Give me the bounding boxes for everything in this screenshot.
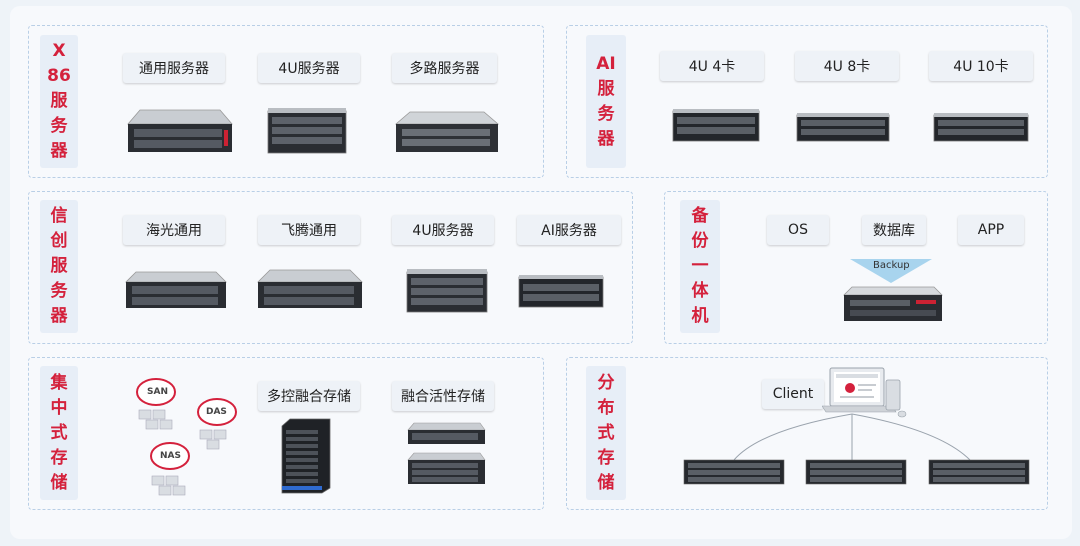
server-phytium-icon xyxy=(257,269,363,308)
xinchuang-label-char: 信 xyxy=(50,206,68,226)
xinchuang-label: 信 创 服 务 器 xyxy=(40,200,78,333)
server-xc-ai-icon xyxy=(518,275,604,308)
tag-general-server[interactable]: 通用服务器 xyxy=(123,53,225,83)
ai-label-char: 服 xyxy=(597,78,615,99)
tag-4u-4card[interactable]: 4U 4卡 xyxy=(660,51,764,81)
tag-xc-4u-server[interactable]: 4U服务器 xyxy=(392,215,494,245)
xinchuang-label-char: 服 xyxy=(50,256,68,276)
distributed-label-char: 存 xyxy=(597,447,615,468)
tag-4u-8card[interactable]: 4U 8卡 xyxy=(795,51,899,81)
server-1u-icon xyxy=(127,109,233,152)
central-label-char: 存 xyxy=(50,447,68,468)
tag-hygon-general[interactable]: 海光通用 xyxy=(123,215,225,245)
client-label: Client xyxy=(762,379,824,409)
central-label-char: 储 xyxy=(50,472,68,493)
ai-server-10card-icon xyxy=(933,113,1029,142)
ai-label: AI 服 务 器 xyxy=(586,35,626,168)
distributed-label-char: 储 xyxy=(597,472,615,493)
ai-label-char: 器 xyxy=(597,128,615,149)
san-label: SAN xyxy=(147,387,168,397)
xinchuang-label-char: 创 xyxy=(50,231,68,251)
central-storage-label: 集 中 式 存 储 xyxy=(40,366,78,500)
ai-label-char: 务 xyxy=(597,103,615,124)
x86-label: X 86 服 务 器 xyxy=(40,35,78,168)
storage-rack-bottom-icon xyxy=(407,452,486,484)
distributed-node-1-icon xyxy=(683,459,785,485)
ai-label-char: AI xyxy=(596,53,616,74)
x86-label-char: 器 xyxy=(50,141,68,161)
panel-ai-servers xyxy=(566,25,1048,178)
ai-server-8card-icon xyxy=(796,113,890,142)
distributed-storage-label: 分 布 式 存 储 xyxy=(586,366,626,500)
backup-label-char: 一 xyxy=(691,256,709,276)
central-label-char: 式 xyxy=(50,422,68,443)
backup-label: 备 份 一 体 机 xyxy=(680,200,720,333)
x86-label-char: 服 xyxy=(50,91,68,111)
san-cloud-icon xyxy=(136,378,176,430)
backup-arrow-icon xyxy=(850,259,932,283)
panel-x86-servers xyxy=(28,25,544,178)
nas-cloud-icon xyxy=(150,442,190,496)
panel-distributed-storage xyxy=(566,357,1048,510)
backup-label-char: 体 xyxy=(691,281,709,301)
backup-appliance-icon xyxy=(843,286,943,321)
central-label-char: 中 xyxy=(50,397,68,418)
tag-database[interactable]: 数据库 xyxy=(862,215,926,245)
connection-lines xyxy=(733,413,971,461)
central-label-char: 集 xyxy=(50,372,68,393)
backup-label-char: 备 xyxy=(691,206,709,226)
backup-label-char: 机 xyxy=(691,306,709,326)
backup-arrow-label: Backup xyxy=(873,260,910,271)
distributed-node-2-icon xyxy=(805,459,907,485)
tag-phytium-general[interactable]: 飞腾通用 xyxy=(258,215,360,245)
nas-label: NAS xyxy=(160,451,181,461)
xinchuang-label-char: 务 xyxy=(50,281,68,301)
tag-multi-controller-storage[interactable]: 多控融合存储 xyxy=(258,381,360,411)
storage-rack-top-icon xyxy=(407,422,486,444)
distributed-label-char: 分 xyxy=(597,372,615,393)
distributed-node-3-icon xyxy=(928,459,1030,485)
x86-label-char: 86 xyxy=(47,66,71,86)
tag-multipath-server[interactable]: 多路服务器 xyxy=(392,53,497,83)
panel-backup-appliance xyxy=(664,191,1048,344)
tag-xc-ai-server[interactable]: AI服务器 xyxy=(517,215,621,245)
backup-label-char: 份 xyxy=(691,231,709,251)
tag-converged-active-storage[interactable]: 融合活性存储 xyxy=(392,381,494,411)
server-multipath-icon xyxy=(394,111,500,152)
server-4u-icon xyxy=(267,108,347,154)
tag-app[interactable]: APP xyxy=(958,215,1024,245)
storage-tower-icon xyxy=(281,418,331,494)
x86-label-char: 务 xyxy=(50,116,68,136)
das-cloud-icon xyxy=(197,398,237,450)
tag-4u-10card[interactable]: 4U 10卡 xyxy=(929,51,1033,81)
x86-label-char: X xyxy=(52,41,66,61)
server-hygon-icon xyxy=(125,271,227,308)
das-label: DAS xyxy=(206,407,227,417)
ai-server-4card-icon xyxy=(672,109,760,142)
distributed-label-char: 布 xyxy=(597,397,615,418)
panel-central-storage xyxy=(28,357,544,510)
distributed-label-char: 式 xyxy=(597,422,615,443)
client-laptop-icon xyxy=(822,367,907,418)
tag-os[interactable]: OS xyxy=(767,215,829,245)
tag-4u-server[interactable]: 4U服务器 xyxy=(258,53,360,83)
server-xc-4u-icon xyxy=(406,269,488,313)
xinchuang-label-char: 器 xyxy=(50,306,68,326)
panel-xinchuang-servers xyxy=(28,191,633,344)
